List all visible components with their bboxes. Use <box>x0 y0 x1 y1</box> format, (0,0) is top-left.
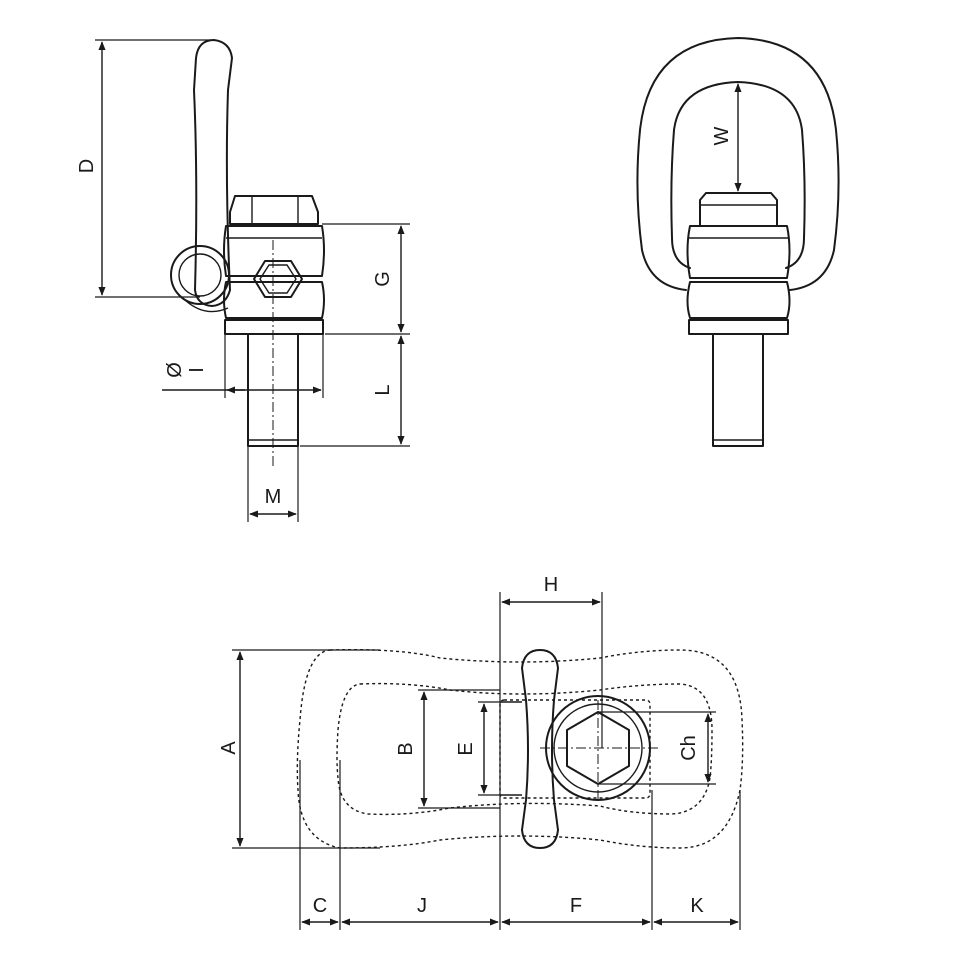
front-shank <box>712 333 764 447</box>
side-cross-hex <box>253 260 303 298</box>
dim-J-label: J <box>417 895 427 917</box>
dim-W-label: W <box>711 126 733 145</box>
dim-K-label: K <box>690 895 704 917</box>
dim-A-label: A <box>218 741 240 755</box>
dim-Ch-label: Ch <box>678 735 700 761</box>
dim-M-label: M <box>265 486 282 508</box>
front-view: W <box>636 37 840 447</box>
side-cross-hex-inner <box>259 264 297 294</box>
dim-B-label: B <box>395 742 417 755</box>
dim-F-label: F <box>570 895 582 917</box>
front-flange <box>688 319 789 335</box>
front-hex-head <box>699 192 778 227</box>
dim-G-label: G <box>372 271 394 287</box>
top-ring-inner <box>336 682 713 816</box>
side-flange <box>224 319 324 335</box>
side-collar-lower <box>223 281 325 319</box>
dim-C-label: C <box>313 895 327 917</box>
front-ring-outer <box>636 37 840 291</box>
side-view: D G L Ø I M <box>76 39 410 522</box>
dim-I-label: I <box>186 367 208 373</box>
side-hex-head <box>229 195 319 225</box>
dim-H-label: H <box>544 574 558 596</box>
front-collar-upper <box>686 225 791 279</box>
side-bail <box>193 39 233 307</box>
side-collar-upper <box>223 225 325 277</box>
top-ring-outer <box>296 648 744 849</box>
dim-D-label: D <box>76 159 98 173</box>
front-collar-lower <box>686 281 791 319</box>
side-pivot-ring-inner <box>178 253 222 297</box>
dim-L-label: L <box>372 384 394 395</box>
top-bail-bar <box>521 649 559 849</box>
dim-E-label: E <box>455 742 477 755</box>
dim-I-dia-symbol: Ø <box>164 362 186 378</box>
front-ring-inner <box>670 81 806 269</box>
top-view: H A B E Ch C J F K <box>218 574 744 930</box>
